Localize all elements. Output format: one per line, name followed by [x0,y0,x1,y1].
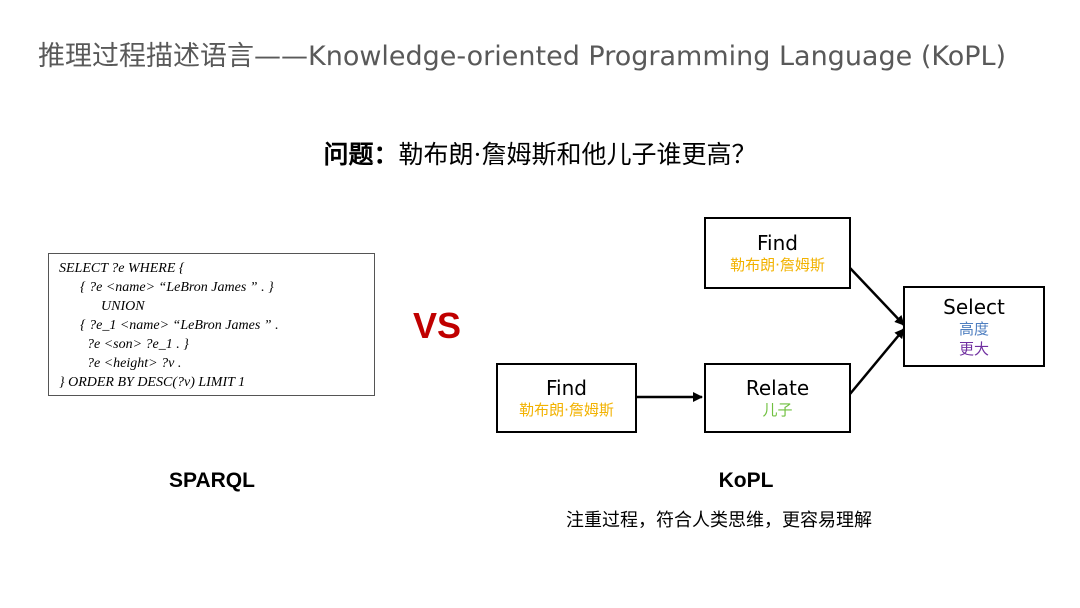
node-argument-relation: 儿子 [762,401,793,419]
sparql-line: } ORDER BY DESC(?v) LIMIT 1 [59,375,246,390]
arrow-relate-to-select [849,328,905,395]
node-argument-entity: 勒布朗·詹姆斯 [730,256,825,274]
node-relate: Relate 儿子 [704,363,851,433]
kopl-note: 注重过程，符合人类思维，更容易理解 [566,510,872,531]
sparql-line: ?e <height> ?v . [59,356,182,371]
sparql-line: ?e <son> ?e_1 . } [59,337,189,352]
sparql-line: UNION [59,299,145,314]
question-label: 问题： [323,140,399,169]
sparql-line: { ?e <name> “LeBron James ” . } [59,280,274,295]
node-select: Select 高度 更大 [903,286,1045,367]
node-function: Find [546,376,587,400]
kopl-caption: KoPL [718,469,774,492]
sparql-line: { ?e_1 <name> “LeBron James ” . [59,318,279,333]
node-function: Find [757,231,798,255]
arrow-find-to-select [849,267,905,326]
node-argument-attribute: 高度 [958,319,989,338]
vs-label: VS [413,305,462,346]
node-argument-compare: 更大 [958,339,989,358]
node-function: Select [943,294,1005,319]
question: 问题：勒布朗·詹姆斯和他儿子谁更高？ [0,135,1080,171]
slide-title: 推理过程描述语言——Knowledge-oriented Programming… [38,41,1007,72]
node-argument-entity: 勒布朗·詹姆斯 [519,401,614,419]
sparql-caption: SPARQL [169,469,255,492]
sparql-line: SELECT ?e WHERE { [59,261,185,276]
sparql-query-box: SELECT ?e WHERE { { ?e <name> “LeBron Ja… [48,253,375,396]
node-function: Relate [745,376,810,400]
node-find-top: Find 勒布朗·詹姆斯 [704,217,851,289]
node-find-bottom: Find 勒布朗·詹姆斯 [496,363,637,433]
question-text: 勒布朗·詹姆斯和他儿子谁更高？ [398,140,757,169]
